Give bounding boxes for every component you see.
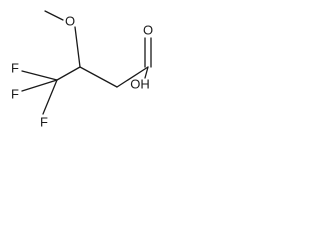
atom-labels: O O OH F F F xyxy=(11,14,153,130)
atom-f-bottom: F xyxy=(40,115,48,130)
atom-o-carbonyl: O xyxy=(143,23,153,38)
atom-o-methoxy: O xyxy=(65,14,75,29)
bond-c-oh xyxy=(144,66,149,79)
bond-c-f-bottom xyxy=(42,79,58,115)
bond-o-c3 xyxy=(74,26,81,68)
bonds xyxy=(21,10,152,115)
bond-c-f-top xyxy=(21,70,58,81)
bond-c-f-mid xyxy=(21,79,58,92)
structure-canvas: O O OH F F F xyxy=(0,0,198,132)
atom-f-top-left: F xyxy=(11,61,19,76)
atom-o-hydroxyl: OH xyxy=(130,77,150,92)
atom-f-mid-left: F xyxy=(11,87,19,102)
bond-c3-cf3 xyxy=(56,66,81,81)
bond-c2-c1 xyxy=(116,66,149,88)
molecule-structure: O O OH F F F xyxy=(11,10,153,130)
bond-methyl-o xyxy=(44,10,64,21)
bond-c3-c2 xyxy=(79,66,118,88)
